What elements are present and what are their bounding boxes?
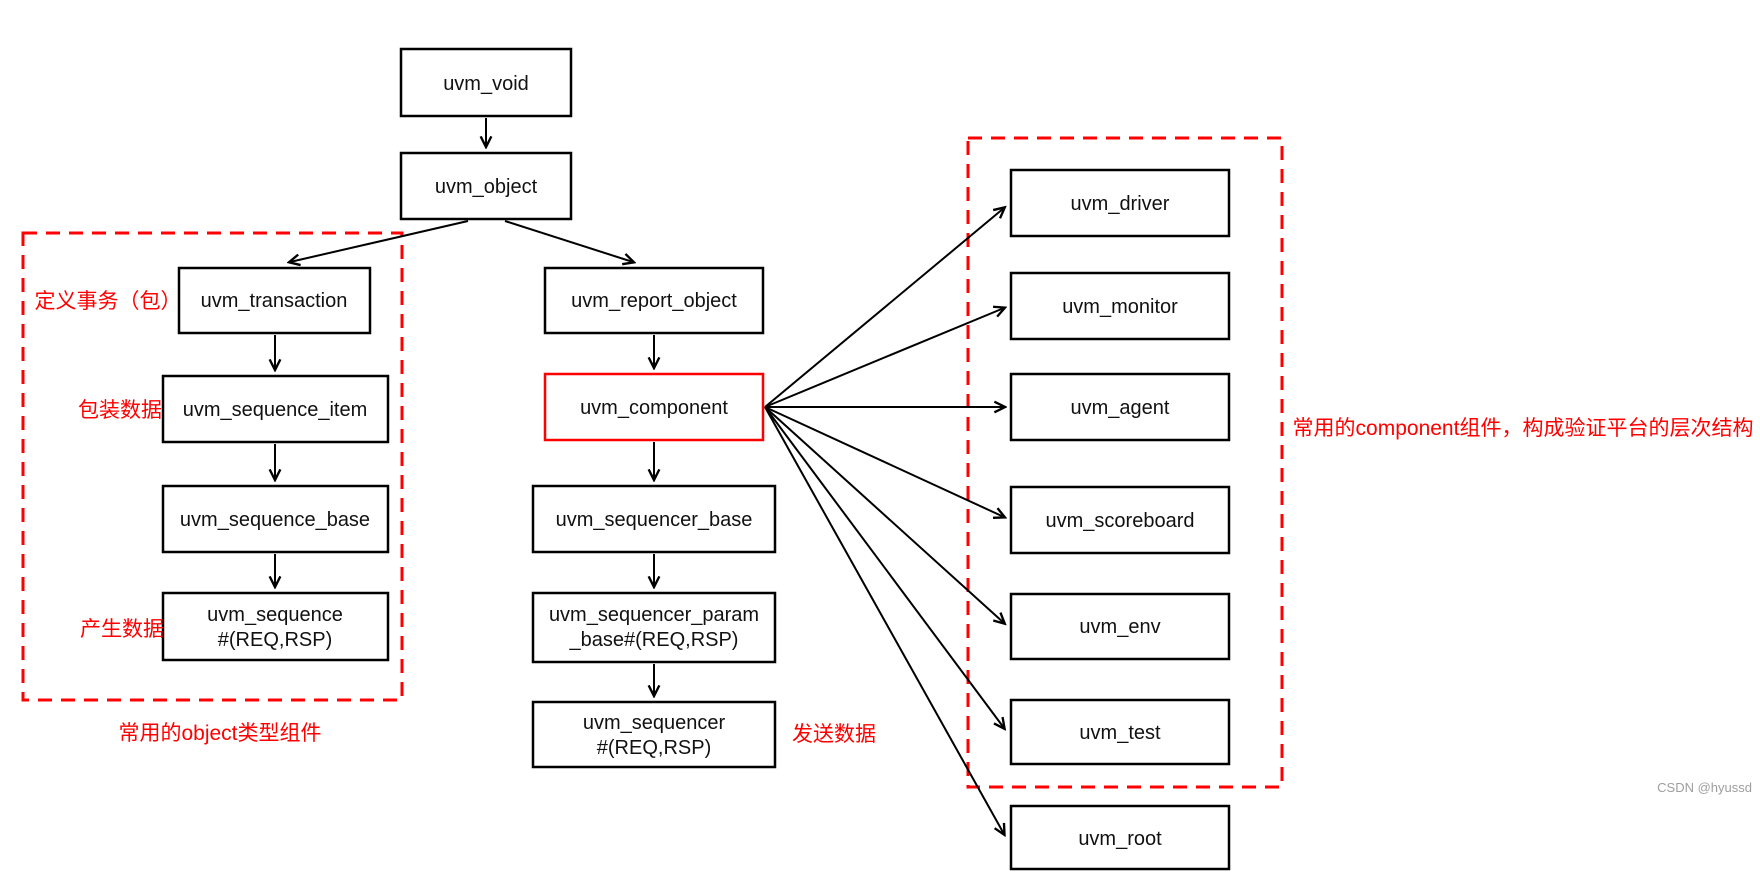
node-uvm-monitor: uvm_monitor xyxy=(1009,271,1231,341)
svg-text:uvm_sequence_item: uvm_sequence_item xyxy=(183,399,368,421)
node-uvm-void: uvm_void xyxy=(399,47,573,118)
annotation-define-transaction: 定义事务（包） xyxy=(35,290,182,313)
annotation-object-group-caption: 常用的object类型组件 xyxy=(118,722,321,745)
svg-text:uvm_object: uvm_object xyxy=(435,176,538,198)
svg-text:uvm_sequencer_param: uvm_sequencer_param xyxy=(549,604,759,626)
node-uvm-scoreboard: uvm_scoreboard xyxy=(1009,485,1231,555)
node-uvm-sequence-item: uvm_sequence_item xyxy=(161,374,390,444)
svg-text:_base#(REQ,RSP): _base#(REQ,RSP) xyxy=(569,629,739,651)
svg-text:uvm_transaction: uvm_transaction xyxy=(201,290,348,312)
object-group-dashed-box xyxy=(21,231,404,702)
svg-text:uvm_scoreboard: uvm_scoreboard xyxy=(1046,510,1195,532)
svg-text:uvm_monitor: uvm_monitor xyxy=(1062,296,1178,318)
svg-text:uvm_sequence_base: uvm_sequence_base xyxy=(180,509,370,531)
annotation-wrap-data: 包装数据 xyxy=(78,399,162,422)
annotation-send-data: 发送数据 xyxy=(792,723,876,746)
svg-text:uvm_driver: uvm_driver xyxy=(1071,193,1170,215)
edge-component-env xyxy=(764,406,1004,623)
edge-object-report-object xyxy=(504,220,633,262)
node-uvm-sequencer-param-base: uvm_sequencer_param _base#(REQ,RSP) xyxy=(531,591,777,664)
svg-text:uvm_env: uvm_env xyxy=(1079,616,1160,638)
svg-text:uvm_sequencer_base: uvm_sequencer_base xyxy=(556,509,753,531)
svg-text:uvm_test: uvm_test xyxy=(1079,722,1161,744)
node-uvm-root: uvm_root xyxy=(1009,804,1231,871)
node-uvm-report-object: uvm_report_object xyxy=(543,266,765,335)
svg-text:#(REQ,RSP): #(REQ,RSP) xyxy=(218,629,332,651)
svg-text:uvm_component: uvm_component xyxy=(580,397,728,419)
node-uvm-env: uvm_env xyxy=(1009,592,1231,661)
watermark-text: CSDN @hyussd xyxy=(1657,780,1752,795)
node-uvm-sequencer-base: uvm_sequencer_base xyxy=(531,484,777,554)
edge-object-transaction xyxy=(290,220,469,262)
edge-component-driver xyxy=(764,208,1004,408)
node-uvm-component: uvm_component xyxy=(543,372,765,442)
node-uvm-agent: uvm_agent xyxy=(1009,372,1231,442)
svg-text:uvm_sequence: uvm_sequence xyxy=(207,604,343,626)
node-uvm-transaction: uvm_transaction xyxy=(177,266,372,335)
node-uvm-sequence: uvm_sequence #(REQ,RSP) xyxy=(161,591,390,662)
annotation-component-group-caption: 常用的component组件，构成验证平台的层次结构 xyxy=(1293,417,1754,440)
svg-text:uvm_agent: uvm_agent xyxy=(1071,397,1170,419)
edge-component-monitor xyxy=(764,308,1004,408)
edge-component-root xyxy=(764,406,1004,834)
annotation-produce-data: 产生数据 xyxy=(80,618,164,641)
node-uvm-object: uvm_object xyxy=(399,151,573,221)
node-uvm-test: uvm_test xyxy=(1009,698,1231,766)
node-uvm-sequence-base: uvm_sequence_base xyxy=(161,484,390,554)
edge-component-test xyxy=(764,406,1004,728)
svg-text:uvm_sequencer: uvm_sequencer xyxy=(583,712,726,734)
svg-text:uvm_report_object: uvm_report_object xyxy=(571,290,737,312)
svg-text:uvm_void: uvm_void xyxy=(443,73,529,95)
svg-text:uvm_root: uvm_root xyxy=(1078,828,1162,850)
edge-component-scoreboard xyxy=(764,406,1004,517)
svg-text:#(REQ,RSP): #(REQ,RSP) xyxy=(597,737,711,759)
node-uvm-sequencer: uvm_sequencer #(REQ,RSP) xyxy=(531,700,777,769)
node-uvm-driver: uvm_driver xyxy=(1009,168,1231,238)
